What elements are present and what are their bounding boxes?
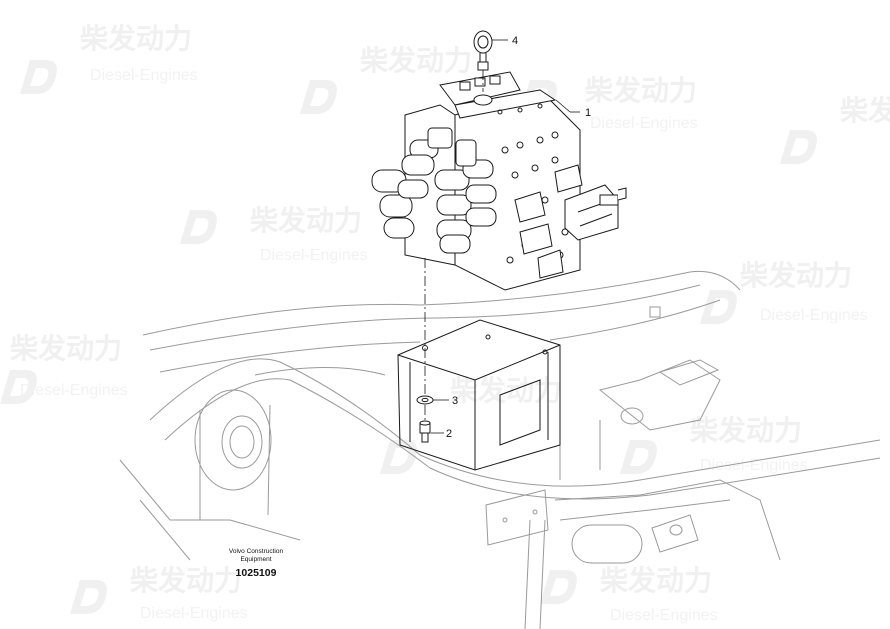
callout-3: 3 bbox=[452, 395, 458, 407]
watermark-cn: 柴发动力 bbox=[600, 564, 712, 597]
drawing-number: 1025109 bbox=[235, 567, 277, 579]
washer bbox=[416, 395, 434, 405]
watermark-cn: 柴发动力 bbox=[840, 94, 890, 127]
assembly-axis-lines bbox=[424, 70, 484, 420]
manufacturer-line-2: Equipment bbox=[240, 556, 272, 563]
lifting-eye bbox=[473, 30, 493, 71]
machine-frame bbox=[119, 270, 881, 629]
watermark-layer: 柴发动力 Diesel-Engines 柴发动力 柴发动力 Diesel-Eng… bbox=[0, 22, 890, 624]
watermark-en: Diesel-Engines bbox=[760, 307, 868, 324]
callout-2: 2 bbox=[446, 428, 452, 440]
watermark-cn: 柴发动力 bbox=[585, 74, 697, 107]
callout-4: 4 bbox=[512, 35, 518, 47]
watermark-en: Diesel-Engines bbox=[140, 605, 248, 622]
watermark-cn: 柴发动力 bbox=[690, 414, 802, 447]
watermark-en: Diesel-Engines bbox=[610, 607, 718, 624]
control-valve-assembly bbox=[371, 71, 627, 291]
watermark-en: Diesel-Engines bbox=[590, 115, 698, 132]
spool-caps-middle bbox=[427, 127, 497, 254]
watermark-cn: 柴发动力 bbox=[250, 204, 362, 237]
watermark-en: Diesel-Engines bbox=[20, 382, 128, 399]
screw bbox=[419, 420, 431, 443]
drawing-caption: Volvo Construction Equipment 1025109 bbox=[212, 548, 300, 579]
callout-1: 1 bbox=[585, 107, 591, 119]
watermark-cn: 柴发动力 bbox=[80, 22, 192, 55]
watermark-cn: 柴发动力 bbox=[130, 564, 242, 597]
watermark-en: Diesel-Engines bbox=[90, 67, 198, 84]
watermark-cn: 柴发动力 bbox=[450, 374, 562, 407]
watermark-cn: 柴发动力 bbox=[360, 44, 472, 77]
leader-lines bbox=[431, 39, 580, 434]
watermark-cn: 柴发动力 bbox=[10, 332, 122, 365]
mounting-bracket bbox=[397, 319, 561, 471]
spool-caps-left bbox=[371, 139, 439, 239]
manufacturer-line-1: Volvo Construction bbox=[228, 548, 284, 555]
watermark-cn: 柴发动力 bbox=[740, 259, 852, 292]
watermark-en: Diesel-Engines bbox=[700, 457, 808, 474]
watermark-en: Diesel-Engines bbox=[260, 247, 368, 264]
